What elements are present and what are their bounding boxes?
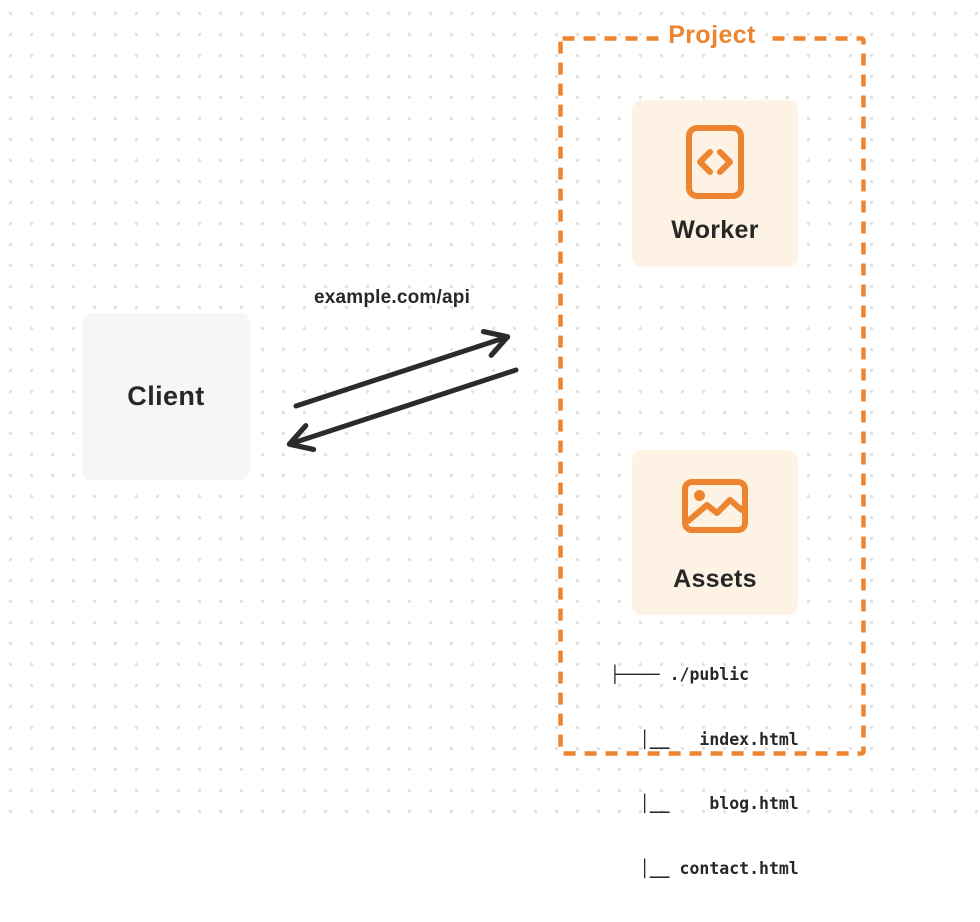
file-tree-line-blog: │__ blog.html	[610, 794, 799, 813]
client-node: Client	[82, 313, 250, 480]
file-tree-line-root: ├──── ./public	[610, 665, 750, 684]
response-arrow	[293, 367, 519, 443]
image-icon	[682, 479, 748, 533]
diagram-canvas: Client example.com/api Project Worker	[0, 0, 980, 878]
project-label: Project	[659, 20, 765, 50]
request-url-label: example.com/api	[313, 287, 471, 308]
assets-node: Assets	[632, 450, 798, 615]
worker-node: Worker	[632, 100, 798, 267]
file-tree-line-index: │__ index.html	[610, 729, 799, 749]
worker-label: Worker	[671, 216, 759, 244]
request-arrow	[293, 338, 504, 409]
project-container: Project Worker Assets ├──── ./public │__…	[558, 20, 866, 878]
client-label: Client	[127, 381, 205, 411]
assets-label: Assets	[673, 565, 757, 593]
assets-file-tree: ├──── ./public │__ index.html │__ blog.h…	[610, 621, 799, 922]
code-file-icon	[686, 125, 744, 199]
file-tree-line-contact: │__ contact.html	[610, 858, 799, 878]
